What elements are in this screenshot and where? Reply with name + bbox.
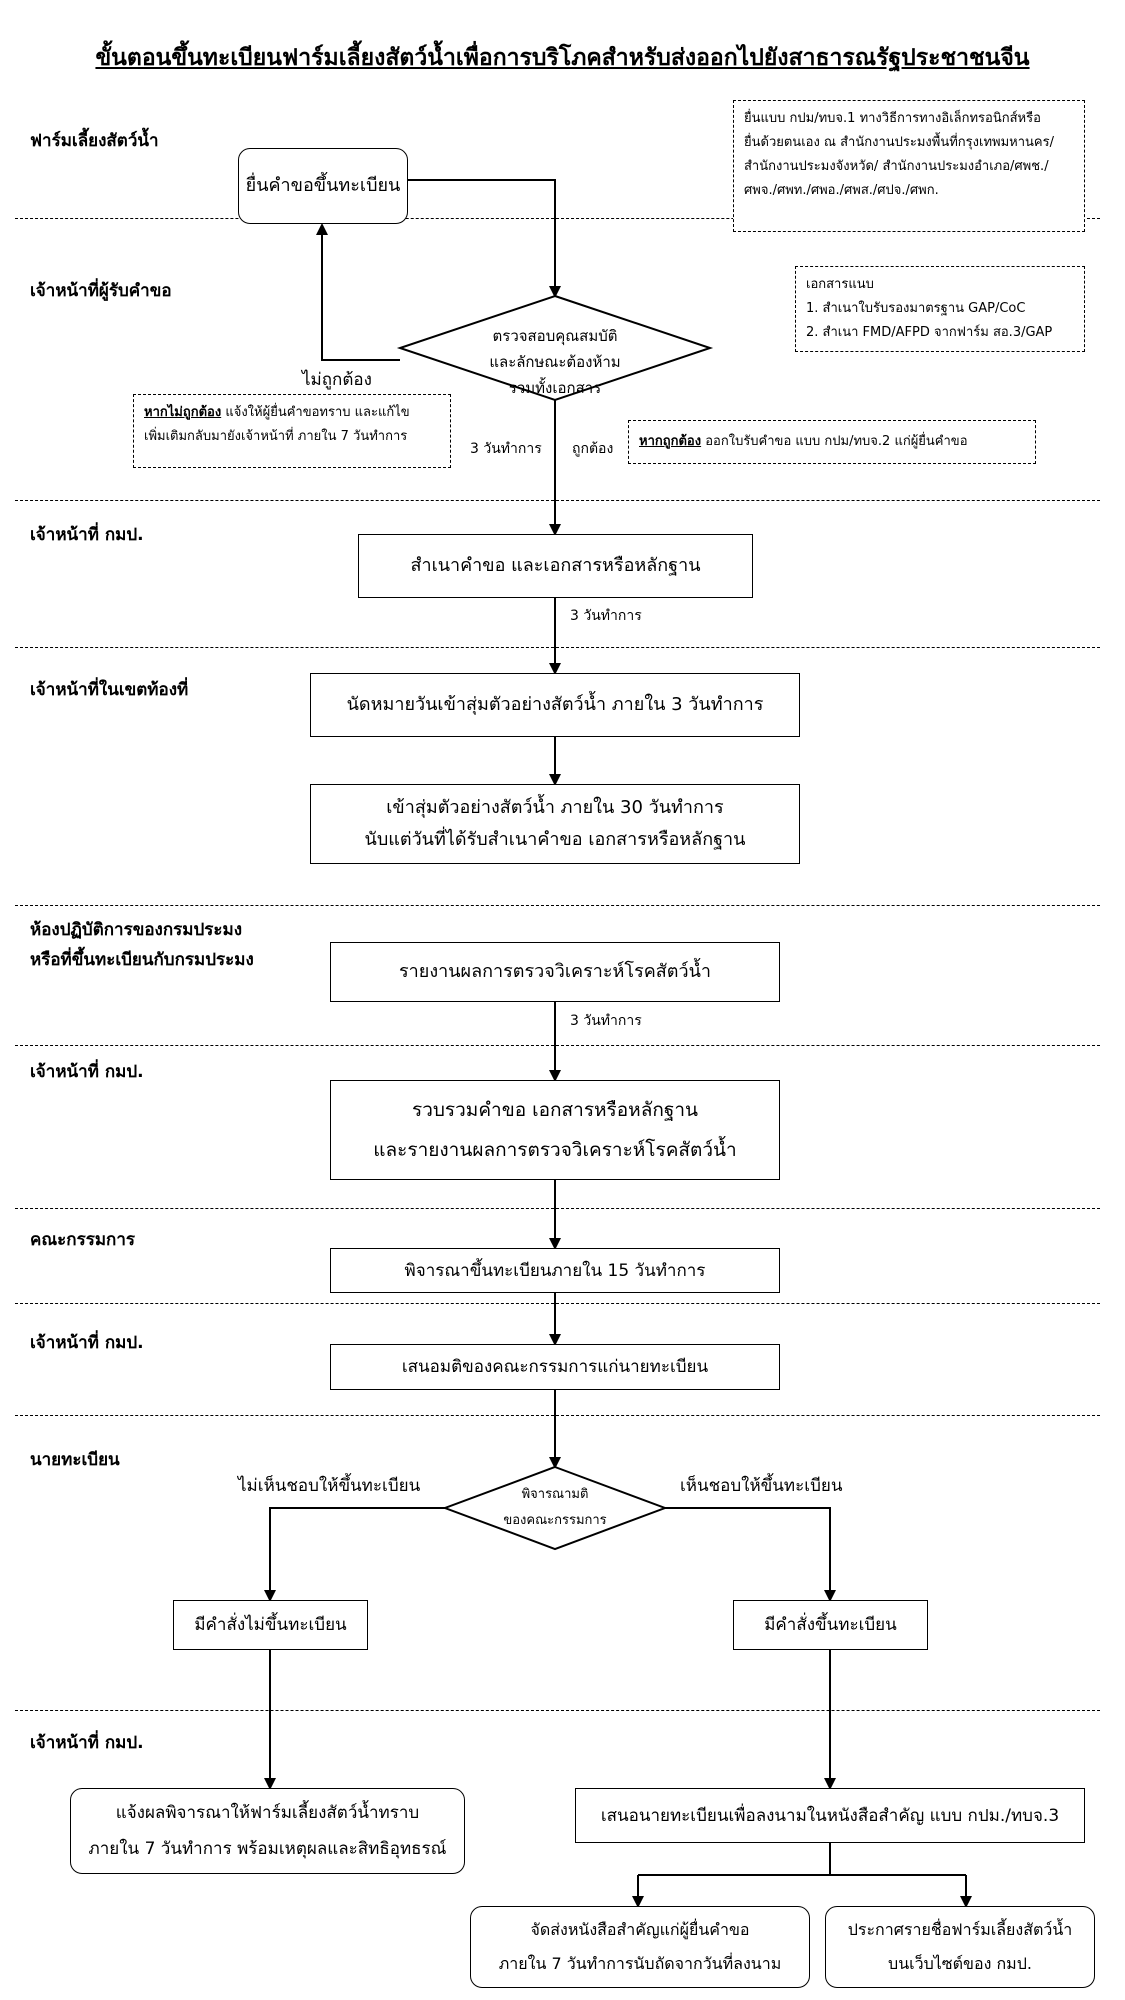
lane-separator: [15, 647, 1100, 648]
box-line: จัดส่งหนังสือสำคัญแก่ผู้ยื่นคำขอ: [530, 1920, 750, 1939]
incorrect-label: ไม่ถูกต้อง: [302, 370, 372, 390]
lane-separator: [15, 1303, 1100, 1304]
lane-separator: [15, 1710, 1100, 1711]
note-line: แจ้งให้ผู้ยื่นคำขอทราบ และแก้ไข: [225, 405, 410, 420]
diamond-line: และลักษณะต้องห้าม: [489, 353, 621, 371]
attachments-note: เอกสารแนบ 1. สำเนาใบรับรองมาตรฐาน GAP/Co…: [795, 266, 1085, 352]
lane-kmp-officer-4: เจ้าหน้าที่ กมป.: [30, 1733, 144, 1753]
send-certificate-box: จัดส่งหนังสือสำคัญแก่ผู้ยื่นคำขอ ภายใน 7…: [470, 1906, 810, 1988]
box-line: ภายใน 7 วันทำการ พร้อมเหตุผลและสิทธิอุทธ…: [88, 1839, 447, 1859]
note-line: ออกใบรับคำขอ แบบ กปม/ทบจ.2 แก่ผู้ยื่นคำข…: [705, 434, 968, 449]
copy-documents-box: สำเนาคำขอ และเอกสารหรือหลักฐาน: [358, 534, 753, 598]
lane-kmp-officer-1: เจ้าหน้าที่ กมป.: [30, 525, 144, 545]
lane-laboratory-2: หรือที่ขึ้นทะเบียนกับกรมประมง: [30, 950, 254, 970]
sampling-box: เข้าสุ่มตัวอย่างสัตว์น้ำ ภายใน 30 วันทำก…: [310, 784, 800, 864]
note-line: ศพจ./ศพท./ศพอ./ศพส./ศปจ./ศพก.: [744, 183, 939, 198]
note-line: เพิ่มเติมกลับมายังเจ้าหน้าที่ ภายใน 7 วั…: [144, 429, 408, 444]
note-line: 2. สำเนา FMD/AFPD จากฟาร์ม สอ.3/GAP: [806, 325, 1053, 340]
lab-report-box: รายงานผลการตรวจวิเคราะห์โรคสัตว์น้ำ: [330, 942, 780, 1002]
lane-kmp-officer-2: เจ้าหน้าที่ กมป.: [30, 1062, 144, 1082]
announce-farm-box: ประกาศรายชื่อฟาร์มเลี้ยงสัตว์น้ำ บนเว็บไ…: [825, 1906, 1095, 1988]
box-line: ภายใน 7 วันทำการนับถัดจากวันที่ลงนาม: [498, 1954, 782, 1973]
lane-fish-farm: ฟาร์มเลี้ยงสัตว์น้ำ: [30, 131, 159, 151]
note-line: สำนักงานประมงจังหวัด/ สำนักงานประมงอำเภอ…: [744, 159, 1049, 174]
correct-label: ถูกต้อง: [572, 441, 614, 457]
three-days-label: 3 วันทำการ: [570, 608, 642, 624]
box-line: แจ้งผลพิจารณาให้ฟาร์มเลี้ยงสัตว์น้ำทราบ: [115, 1803, 420, 1823]
correct-note: หากถูกต้อง ออกใบรับคำขอ แบบ กปม/ทบจ.2 แก…: [628, 420, 1036, 464]
appointment-box: นัดหมายวันเข้าสุ่มตัวอย่างสัตว์น้ำ ภายใน…: [310, 673, 800, 737]
correct-note-heading: หากถูกต้อง: [639, 434, 702, 449]
box-line: และรายงานผลการตรวจวิเคราะห์โรคสัตว์น้ำ: [373, 1139, 737, 1161]
order-register-box: มีคำสั่งขึ้นทะเบียน: [733, 1600, 928, 1650]
lane-receiving-officer: เจ้าหน้าที่ผู้รับคำขอ: [30, 281, 172, 301]
lane-kmp-officer-3: เจ้าหน้าที่ กมป.: [30, 1333, 144, 1353]
page-title: ขั้นตอนขึ้นทะเบียนฟาร์มเลี้ยงสัตว์น้ำเพื…: [95, 45, 1030, 71]
approve-label: เห็นชอบให้ขึ้นทะเบียน: [680, 1476, 843, 1496]
lane-separator: [15, 218, 1100, 219]
compile-documents-box: รวบรวมคำขอ เอกสารหรือหลักฐาน และรายงานผล…: [330, 1080, 780, 1180]
submission-methods-note: ยื่นแบบ กปม/ทบจ.1 ทางวิธีการทางอิเล็กทรอ…: [733, 100, 1085, 232]
committee-consider-box: พิจารณาขึ้นทะเบียนภายใน 15 วันทำการ: [330, 1248, 780, 1293]
note-line: 1. สำเนาใบรับรองมาตรฐาน GAP/CoC: [806, 301, 1026, 316]
incorrect-note: หากไม่ถูกต้อง แจ้งให้ผู้ยื่นคำขอทราบ และ…: [133, 394, 451, 468]
three-days-label: 3 วันทำการ: [470, 441, 542, 457]
box-line: รวบรวมคำขอ เอกสารหรือหลักฐาน: [412, 1099, 698, 1121]
diamond-line: พิจารณามติ: [521, 1487, 589, 1502]
submit-application-box: ยื่นคำขอขึ้นทะเบียน: [238, 148, 408, 224]
lane-registrar: นายทะเบียน: [30, 1450, 120, 1470]
decision-diamond: [442, 1465, 668, 1551]
disapprove-label: ไม่เห็นชอบให้ขึ้นทะเบียน: [238, 1476, 421, 1496]
box-line: บนเว็บไซต์ของ กมป.: [888, 1954, 1032, 1973]
box-line: เข้าสุ่มตัวอย่างสัตว์น้ำ ภายใน 30 วันทำก…: [386, 797, 724, 818]
box-line: ประกาศรายชื่อฟาร์มเลี้ยงสัตว์น้ำ: [847, 1920, 1073, 1939]
incorrect-note-heading: หากไม่ถูกต้อง: [144, 405, 222, 420]
lane-separator: [15, 1045, 1100, 1046]
note-line: ยื่นด้วยตนเอง ณ สำนักงานประมงพื้นที่กรุง…: [744, 135, 1054, 150]
diamond-line: ของคณะกรรมการ: [503, 1513, 607, 1528]
note-line: เอกสารแนบ: [806, 277, 874, 292]
box-line: นับแต่วันที่ได้รับสำเนาคำขอ เอกสารหรือหล…: [364, 829, 746, 850]
three-days-label: 3 วันทำการ: [570, 1013, 642, 1029]
propose-sign-box: เสนอนายทะเบียนเพื่อลงนามในหนังสือสำคัญ แ…: [575, 1788, 1085, 1843]
lane-separator: [15, 1208, 1100, 1209]
check-eligibility-text: ตรวจสอบคุณสมบัติ และลักษณะต้องห้าม รวมทั…: [430, 323, 680, 401]
diamond-line: ตรวจสอบคุณสมบัติ: [492, 327, 618, 345]
lane-laboratory-1: ห้องปฏิบัติการของกรมประมง: [30, 920, 243, 940]
check-eligibility-diamond: [396, 294, 714, 402]
lane-committee: คณะกรรมการ: [30, 1230, 136, 1250]
order-not-register-box: มีคำสั่งไม่ขึ้นทะเบียน: [173, 1600, 368, 1650]
lane-separator: [15, 905, 1100, 906]
note-line: ยื่นแบบ กปม/ทบจ.1 ทางวิธีการทางอิเล็กทรอ…: [744, 111, 1041, 126]
propose-resolution-box: เสนอมติของคณะกรรมการแก่นายทะเบียน: [330, 1344, 780, 1390]
lane-separator: [15, 1415, 1100, 1416]
lane-local-officer: เจ้าหน้าที่ในเขตท้องที่: [30, 680, 189, 700]
notify-farm-box: แจ้งผลพิจารณาให้ฟาร์มเลี้ยงสัตว์น้ำทราบ …: [70, 1788, 465, 1874]
decision-text: พิจารณามติ ของคณะกรรมการ: [465, 1482, 645, 1534]
diamond-line: รวมทั้งเอกสาร: [508, 379, 602, 397]
lane-separator: [15, 500, 1100, 501]
